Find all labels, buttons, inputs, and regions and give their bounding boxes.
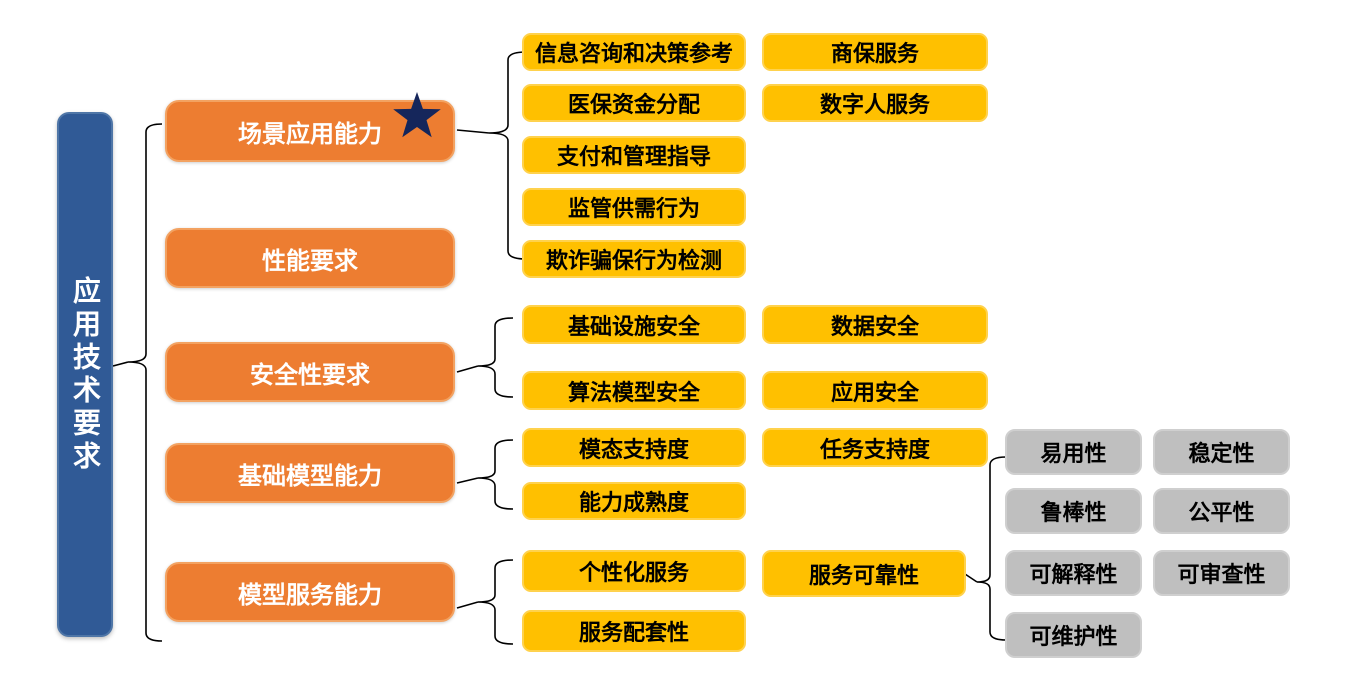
sub-usability: 易用性 xyxy=(1005,429,1142,475)
scene-leaf-payment-guidance: 支付和管理指导 xyxy=(522,136,746,174)
sub-maintainability: 可维护性 xyxy=(1005,612,1142,658)
scene-leaf-fund-allocation: 医保资金分配 xyxy=(522,84,746,122)
base-model-leaf-modality-support: 模态支持度 xyxy=(522,428,746,467)
category-scene: 场景应用能力 xyxy=(165,100,455,162)
base-model-leaf-capability-maturity: 能力成熟度 xyxy=(522,482,746,520)
scene-leaf-info-consult: 信息咨询和决策参考 xyxy=(522,33,746,71)
security-leaf-infrastructure: 基础设施安全 xyxy=(522,305,746,344)
sub-interpretability: 可解释性 xyxy=(1005,550,1142,596)
category-model-service: 模型服务能力 xyxy=(165,562,455,622)
root-node: 应用技术要求 xyxy=(57,112,113,637)
category-performance: 性能要求 xyxy=(165,228,455,288)
brace-model-service xyxy=(456,559,514,645)
category-security: 安全性要求 xyxy=(165,342,455,402)
sub-stability: 稳定性 xyxy=(1153,429,1290,475)
sub-auditability: 可审查性 xyxy=(1153,550,1290,596)
scene-leaf-fraud-detection: 欺诈骗保行为检测 xyxy=(522,240,746,278)
scene-leaf-supervision: 监管供需行为 xyxy=(522,188,746,226)
sub-fairness: 公平性 xyxy=(1153,488,1290,534)
brace-base-model xyxy=(456,439,514,510)
brace-reliability xyxy=(964,456,1007,641)
scene-leaf-commercial-insurance: 商保服务 xyxy=(762,33,988,71)
security-leaf-data: 数据安全 xyxy=(762,305,988,344)
category-base-model: 基础模型能力 xyxy=(165,443,455,503)
brace-root xyxy=(112,123,163,642)
security-leaf-algorithm-model: 算法模型安全 xyxy=(522,371,746,410)
star-icon xyxy=(393,92,441,138)
security-leaf-application: 应用安全 xyxy=(762,371,988,410)
service-leaf-supporting: 服务配套性 xyxy=(522,610,746,652)
sub-robustness: 鲁棒性 xyxy=(1005,488,1142,534)
scene-leaf-digital-human: 数字人服务 xyxy=(762,84,988,122)
service-leaf-reliability: 服务可靠性 xyxy=(762,550,966,597)
brace-scene xyxy=(456,51,527,260)
service-leaf-personalization: 个性化服务 xyxy=(522,550,746,592)
base-model-leaf-task-support: 任务支持度 xyxy=(762,428,988,467)
brace-security xyxy=(456,317,514,398)
